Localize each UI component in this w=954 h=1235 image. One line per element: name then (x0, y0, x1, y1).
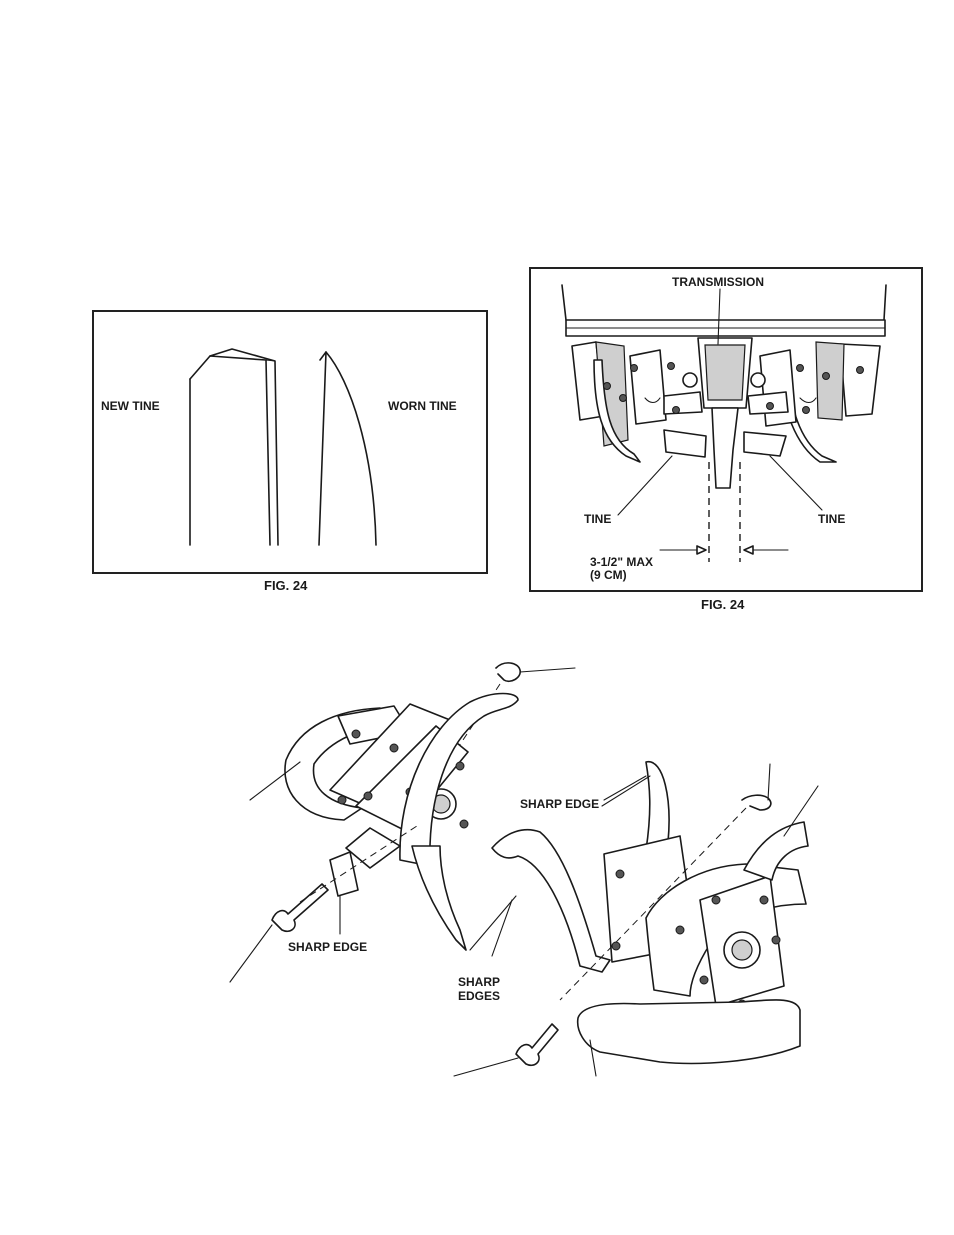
sharp-edges-label-line2: EDGES (458, 989, 500, 1003)
sharp-edge-leaders (604, 776, 646, 800)
sharp-edge-bottom-label: SHARP EDGE (288, 940, 367, 954)
tine-tip-sharp-edge (330, 852, 358, 934)
detached-tine-right (470, 830, 610, 972)
bottom-tine-right (578, 1000, 800, 1076)
sharp-edges-label-line1: SHARP (458, 975, 500, 989)
curled-tine-top-right (744, 786, 818, 880)
sharp-edge-top-label: SHARP EDGE (520, 797, 599, 811)
bolt-right (454, 1024, 558, 1076)
